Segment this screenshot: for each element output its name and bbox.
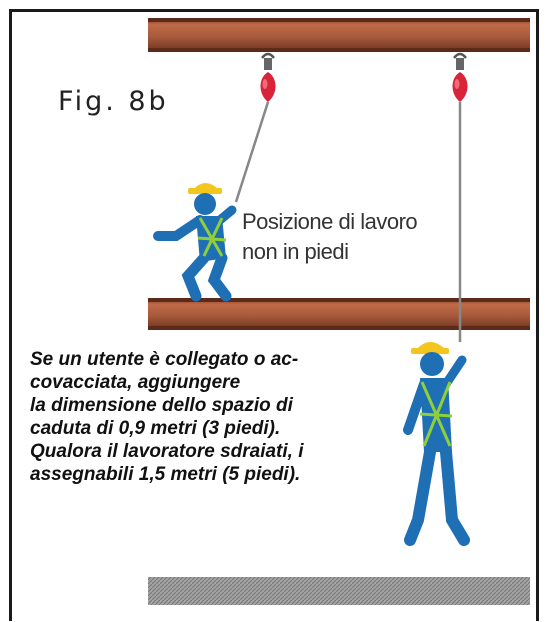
fall-clearance-note: Se un utente è collegato o ac- covacciat…	[30, 348, 430, 486]
note-line: assegnabili 1,5 metri (5 piedi).	[30, 464, 301, 485]
top-beam	[148, 18, 530, 52]
callout-line-2: non in piedi	[242, 239, 349, 264]
note-line: la dimensione dello spazio di	[30, 395, 293, 416]
anchor-device-left	[260, 52, 276, 102]
hatched-ground	[148, 577, 530, 605]
worker-standing-icon	[403, 342, 470, 546]
note-line: Qualora il lavoratore sdraiati, i	[30, 441, 304, 462]
anchor-device-right	[452, 52, 468, 102]
callout-line-1: Posizione di lavoro	[242, 209, 418, 234]
note-line: covacciata, aggiungere	[30, 372, 241, 393]
note-line: Se un utente è collegato o ac-	[30, 349, 299, 370]
worker-crouching-icon	[153, 183, 237, 302]
callout-working-position: Posizione di lavoro non in piedi	[238, 205, 422, 269]
middle-beam	[148, 298, 530, 330]
lanyard-left	[234, 101, 270, 203]
note-line: caduta di 0,9 metri (3 piedi).	[30, 418, 281, 439]
figure-label: Fig. 8b	[58, 86, 169, 117]
figure-frame	[9, 9, 539, 621]
